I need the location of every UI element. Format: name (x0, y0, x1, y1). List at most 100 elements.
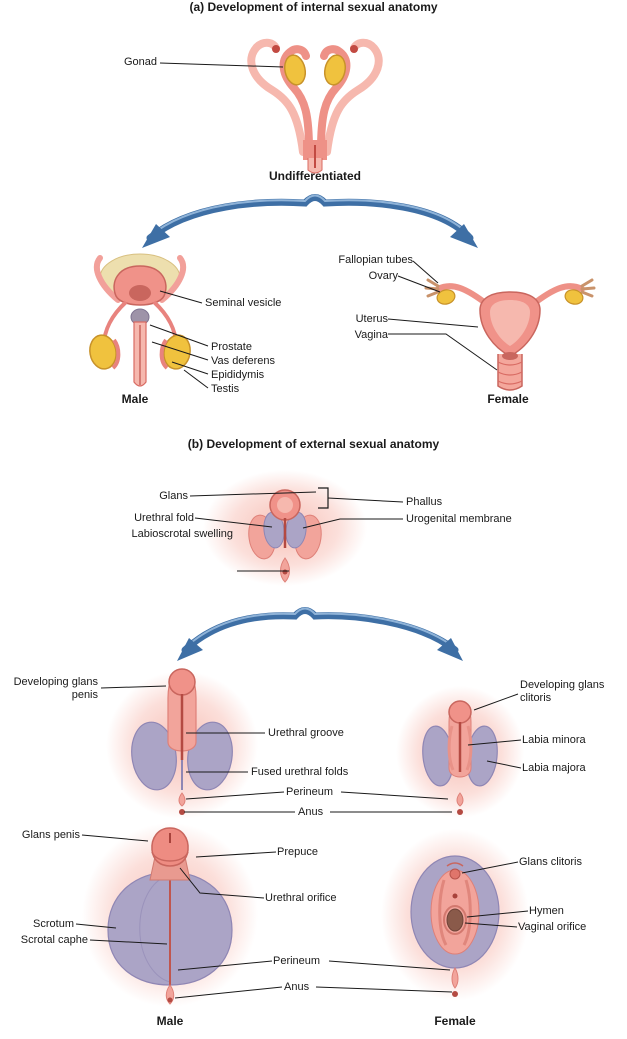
duct-tip-right (350, 45, 358, 53)
figure-female-internal (424, 278, 596, 391)
urethral-orifice-dot (452, 893, 458, 899)
arrowhead-right (450, 224, 478, 248)
label-anus-mid: Anus (298, 806, 324, 818)
leader-testis (183, 369, 209, 389)
caption-undifferentiated: Undifferentiated (268, 169, 361, 183)
leader-perineum-mid-right (340, 791, 449, 800)
labia-minora-fold-left (438, 879, 448, 946)
leader-phallus (327, 497, 404, 503)
leader-hymen (466, 910, 529, 918)
hymen-ring (443, 905, 467, 935)
scrotal-swelling-right (187, 721, 233, 791)
label-labia-majora: Labia majora (522, 762, 586, 774)
leader-vagina (388, 333, 498, 371)
leader-perineum-mid-left (185, 791, 285, 800)
label-perineum-bottom: Perineum (273, 955, 321, 967)
branch-arrow-curve (181, 607, 459, 654)
label-glans: Glans (159, 490, 188, 502)
leader-urogenital-membrane (302, 518, 403, 529)
arrowhead-right (437, 638, 463, 661)
perineum-teardrop (451, 966, 459, 989)
leader-uterus (387, 318, 479, 328)
label-urethral-orifice: Urethral orifice (265, 892, 337, 904)
labia-minora-fold-right (462, 879, 472, 946)
leader-glans-clitoris (461, 861, 519, 874)
vaginal-orifice-shape (446, 908, 464, 932)
leader-perineum-bottom-left (177, 960, 273, 971)
ovary-right (564, 289, 584, 305)
label-vas-deferens: Vas deferens (211, 355, 276, 367)
leader-ovary (397, 275, 441, 293)
leader-epididymis (171, 361, 209, 375)
leader-urethral-fold (194, 517, 273, 528)
label-seminal-vesicle: Seminal vesicle (205, 297, 282, 309)
scrotal-swelling-left (131, 721, 177, 791)
label-vagina: Vagina (354, 329, 388, 341)
bladder-opening (129, 285, 151, 301)
figure-female-developing (396, 686, 524, 818)
leader-lines (75, 62, 529, 999)
glans-highlight (277, 497, 293, 513)
label-ovary: Ovary (368, 270, 398, 282)
caption-female-external: Female (434, 1014, 476, 1028)
caption-male-internal: Male (121, 392, 149, 406)
scrotum-lobe-shading (139, 874, 171, 983)
anus-dot (452, 991, 458, 997)
developing-glans-penis-shape (168, 668, 196, 696)
fimbriae-left (424, 278, 440, 298)
duct-tip-left (272, 45, 280, 53)
label-testis: Testis (211, 383, 240, 395)
perineum-teardrop (456, 792, 464, 807)
leader-vaginal-orifice (464, 922, 518, 928)
leader-vas-deferens (151, 341, 209, 361)
figure-male-developing (106, 668, 258, 819)
label-urethral-groove: Urethral groove (268, 727, 344, 739)
testis-left (89, 334, 117, 370)
leader-prostate (149, 324, 209, 347)
label-vaginal-orifice: Vaginal orifice (518, 921, 587, 933)
label-urogenital-membrane: Urogenital membrane (406, 513, 512, 525)
label-glans-clitoris: Glans clitoris (519, 856, 582, 868)
section-a-title: (a) Development of internal sexual anato… (189, 0, 438, 14)
label-glans-penis: Glans penis (21, 829, 80, 841)
leader-prepuce (195, 851, 277, 858)
figure-undifferentiated-internal (247, 38, 383, 174)
leader-anus-bottom-right (315, 986, 453, 993)
anus-dot (167, 997, 173, 1003)
clitoral-hood (446, 862, 464, 867)
leader-labia-majora (486, 760, 522, 769)
label-developing-glans-clitoris: Developing glans clitoris (520, 679, 605, 704)
uterus-inner (490, 300, 530, 346)
anus-dot (282, 569, 288, 575)
leader-glans (189, 491, 317, 497)
gonad-right (323, 54, 347, 86)
leader-developing-glans-penis (100, 685, 167, 689)
leader-perineum-bottom-right (328, 960, 451, 971)
label-developing-glans-penis: Developing glans penis (13, 676, 98, 701)
label-anus-bottom: Anus (284, 981, 310, 993)
branch-arrow-highlight (149, 194, 471, 237)
label-gonad: Gonad (123, 56, 157, 68)
branch-arrow-curve (146, 194, 474, 242)
figure-external-undifferentiated (203, 470, 367, 586)
prepuce-fold (151, 851, 189, 862)
label-phallus: Phallus (406, 496, 443, 508)
vagina-tube (497, 354, 523, 391)
anus-dot (179, 809, 185, 815)
developing-glans-clitoris-shape (448, 700, 472, 724)
label-perineum-mid: Perineum (286, 786, 334, 798)
ovary-left (436, 289, 456, 305)
caption-female-internal: Female (487, 392, 529, 406)
leader-glans-penis (81, 834, 149, 842)
figure-male-final (82, 823, 258, 1007)
glans-penis-shape (151, 827, 189, 867)
anus-dot (457, 809, 463, 815)
mullerian-duct-left (247, 38, 307, 156)
cervix (502, 352, 518, 360)
caption-male-external: Male (156, 1014, 184, 1028)
leader-urethral-orifice (179, 867, 265, 899)
label-uterus: Uterus (355, 313, 388, 325)
leader-anus-bottom-left (174, 986, 283, 999)
